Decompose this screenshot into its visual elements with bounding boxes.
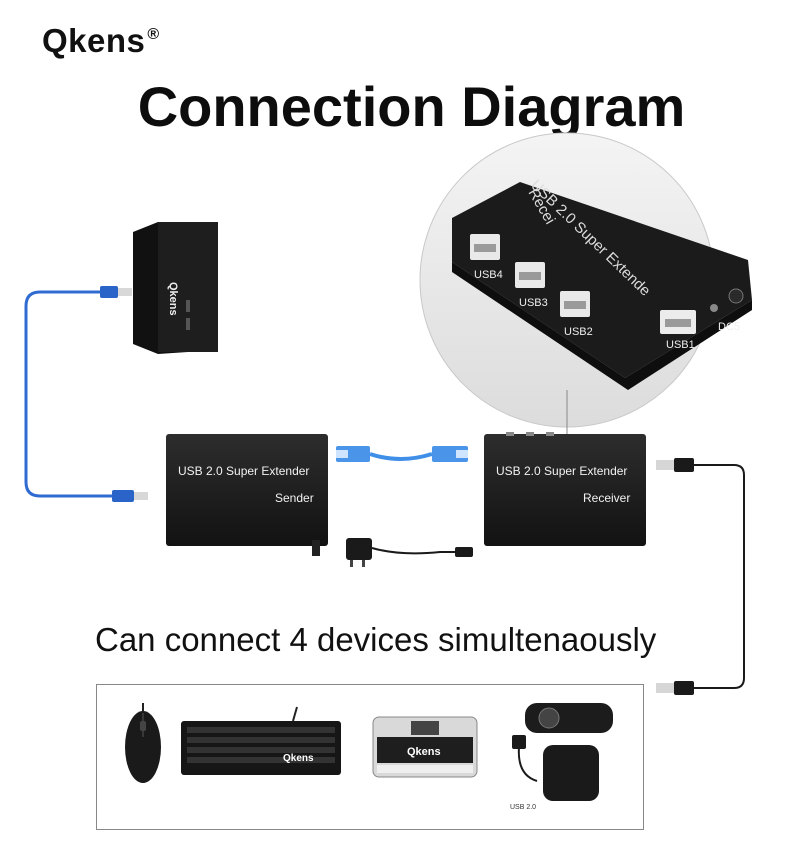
rj45-left-clip	[336, 450, 348, 458]
zoom-port-usb1: USB1	[660, 310, 696, 351]
printer-icon: Qkens	[372, 716, 478, 778]
keyboard-key-row-3	[187, 747, 335, 753]
brand-logo: Qkens®	[42, 22, 160, 59]
zoom-port-usb4: USB4	[470, 234, 503, 281]
black-usb-plug-top	[674, 458, 694, 472]
printer-screen	[411, 721, 439, 735]
black-usb-plug-top-tip	[656, 460, 674, 470]
zoom-led-icon	[710, 304, 718, 312]
keyboard-label: Qkens	[283, 753, 314, 764]
usb3-label: USB3	[519, 297, 548, 309]
usb1-port-slot	[665, 319, 691, 327]
pc-port-icon	[186, 300, 190, 312]
adapter-cable	[371, 547, 455, 555]
ethernet-cable-line	[369, 452, 433, 461]
webcam-usb-plug	[512, 735, 526, 749]
zoom-port-usb3: USB3	[515, 262, 548, 309]
usb4-label: USB4	[474, 269, 503, 281]
zoom-port-usb2: USB2	[560, 291, 593, 338]
usb-cable-blue	[24, 286, 148, 502]
webcam-label: USB 2.0	[510, 804, 536, 811]
webcam-head	[525, 703, 613, 733]
devices-panel: Qkens Qkens USB 2.0	[96, 684, 644, 830]
webcam-cable	[517, 746, 538, 782]
adapter-prong-1	[350, 560, 353, 567]
keyboard-cable	[292, 706, 298, 722]
webcam-lens	[538, 707, 560, 729]
printer-label: Qkens	[407, 746, 441, 758]
usb1-label: USB1	[666, 339, 695, 351]
usb2-label: USB2	[564, 326, 593, 338]
devices-canvas: Qkens Qkens USB 2.0	[125, 703, 613, 811]
receiver-line2: Receiver	[583, 491, 630, 505]
mouse-icon	[125, 703, 161, 783]
ethernet-cable	[336, 446, 468, 462]
keyboard-key-row-2	[187, 737, 335, 743]
receiver-port-icon-3	[546, 432, 554, 436]
webcam-icon: USB 2.0	[510, 703, 613, 811]
usb-plug-top	[100, 286, 118, 298]
black-usb-plug-bottom-tip	[656, 683, 674, 693]
zoom-callout: Recei USB 2.0 Super Extende USB4 USB3 US…	[419, 132, 752, 440]
usb4-port-slot	[474, 244, 496, 252]
receiver-box: USB 2.0 Super Extender Receiver	[484, 432, 646, 546]
sender-power-port	[312, 540, 320, 556]
sender-body	[166, 434, 328, 546]
keyboard-icon: Qkens	[181, 706, 341, 775]
webcam-stand	[543, 745, 599, 801]
printer-tray	[377, 765, 473, 773]
pc-front	[158, 222, 218, 352]
receiver-line1: USB 2.0 Super Extender	[496, 464, 627, 478]
adapter-brick	[346, 538, 372, 560]
usb-plug-bottom-tip	[134, 492, 148, 500]
keyboard-key-row-4	[187, 757, 335, 763]
zoom-receiver-edge	[452, 262, 752, 390]
adapter-barrel-plug	[455, 547, 473, 557]
printer-panel	[377, 737, 473, 763]
black-cable-path	[694, 464, 745, 689]
dc-label: DC5	[718, 321, 740, 333]
sender-box: USB 2.0 Super Extender Sender	[166, 434, 328, 556]
receiver-port-icon-1	[506, 432, 514, 436]
sender-line1: USB 2.0 Super Extender	[178, 464, 309, 478]
adapter-prong-2	[362, 560, 365, 567]
mouse-body	[125, 711, 161, 783]
usb-plug-bottom	[112, 490, 134, 502]
black-usb-plug-bottom	[674, 681, 694, 695]
keyboard-key-row-1	[187, 727, 335, 733]
caption-text: Can connect 4 devices simultenaously	[95, 621, 657, 658]
usb3-port-slot	[519, 272, 541, 280]
power-adapter	[346, 538, 473, 567]
receiver-port-icon-2	[526, 432, 534, 436]
page-title: Connection Diagram	[137, 75, 686, 138]
pc-tower: Qkens	[133, 222, 218, 354]
usb-cable-black	[656, 458, 745, 695]
keyboard-keys	[187, 727, 335, 763]
rj45-right-clip	[456, 450, 468, 458]
usb-plug-top-tip	[118, 288, 132, 296]
pc-label: Qkens	[167, 282, 179, 316]
mouse-scroll-wheel	[140, 721, 146, 731]
blue-cable-path	[24, 290, 112, 498]
dc-jack-icon	[728, 288, 744, 304]
pc-port-icon-2	[186, 318, 190, 330]
sender-line2: Sender	[275, 491, 314, 505]
receiver-body	[484, 434, 646, 546]
usb2-port-slot	[564, 301, 586, 309]
